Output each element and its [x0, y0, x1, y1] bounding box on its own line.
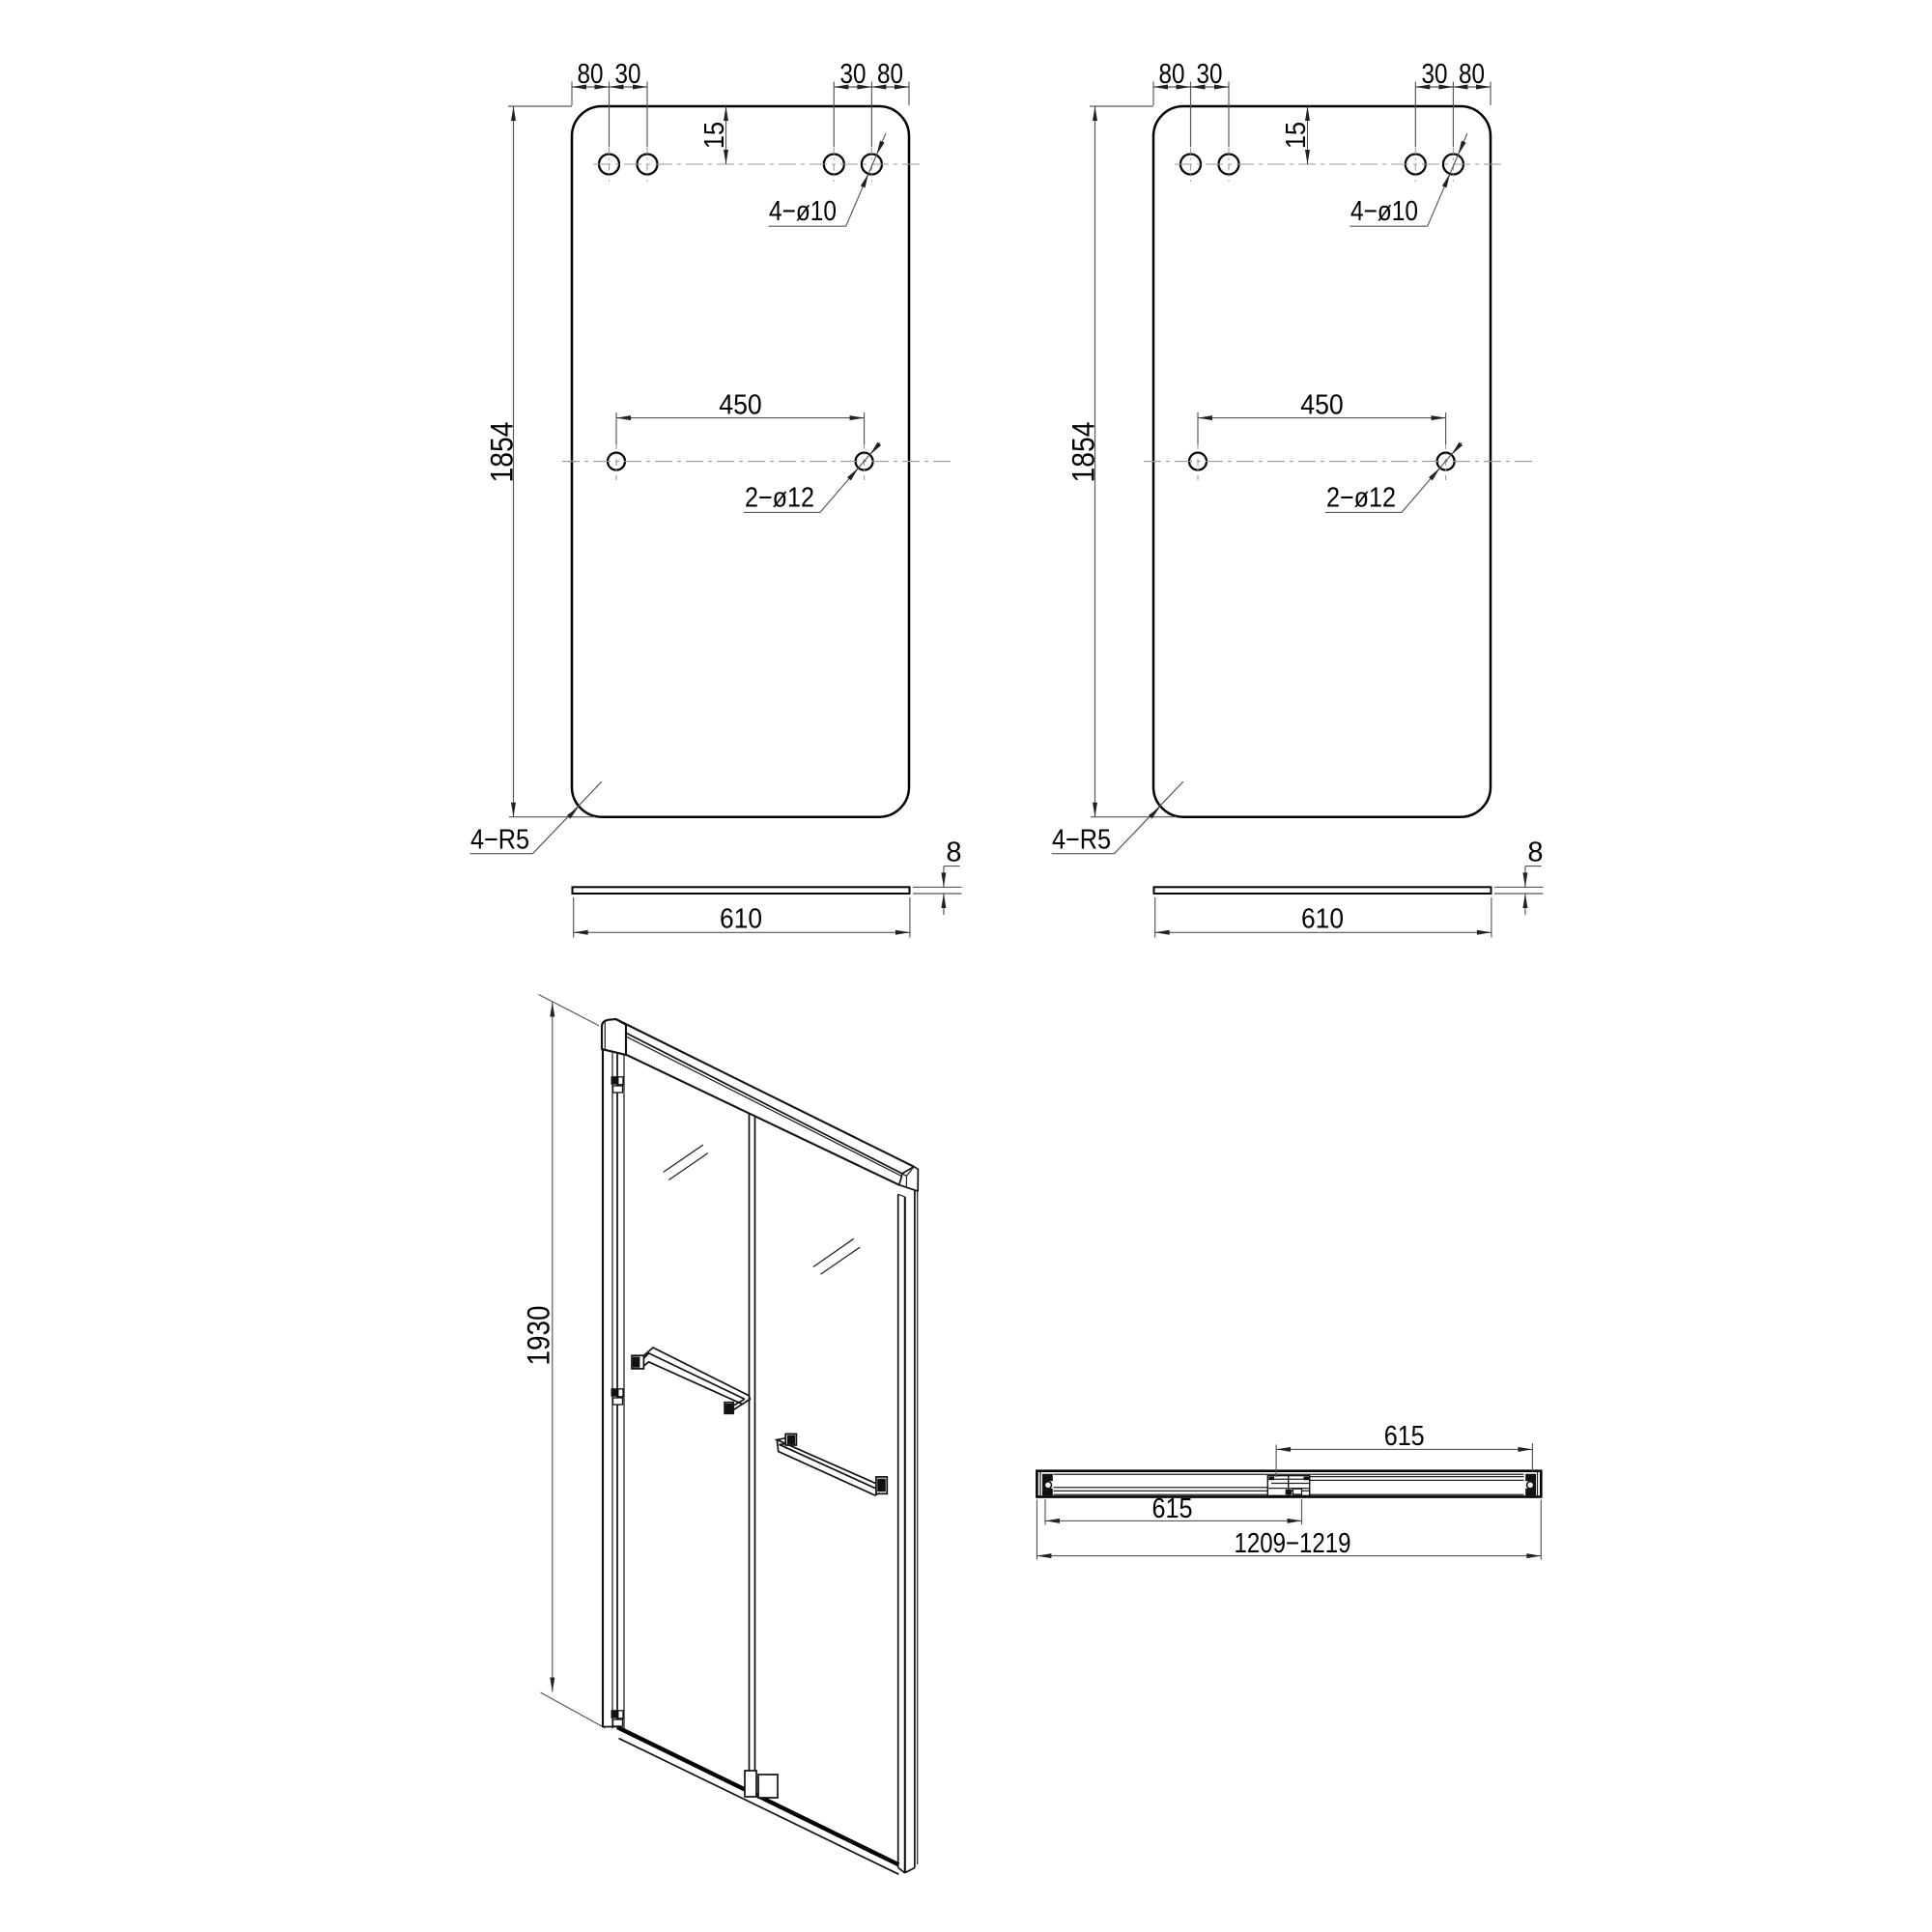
svg-text:615: 615 — [1384, 1421, 1425, 1452]
svg-text:1930: 1930 — [522, 1306, 556, 1366]
svg-text:1209−1219: 1209−1219 — [1235, 1528, 1351, 1559]
svg-text:615: 615 — [1152, 1493, 1193, 1524]
